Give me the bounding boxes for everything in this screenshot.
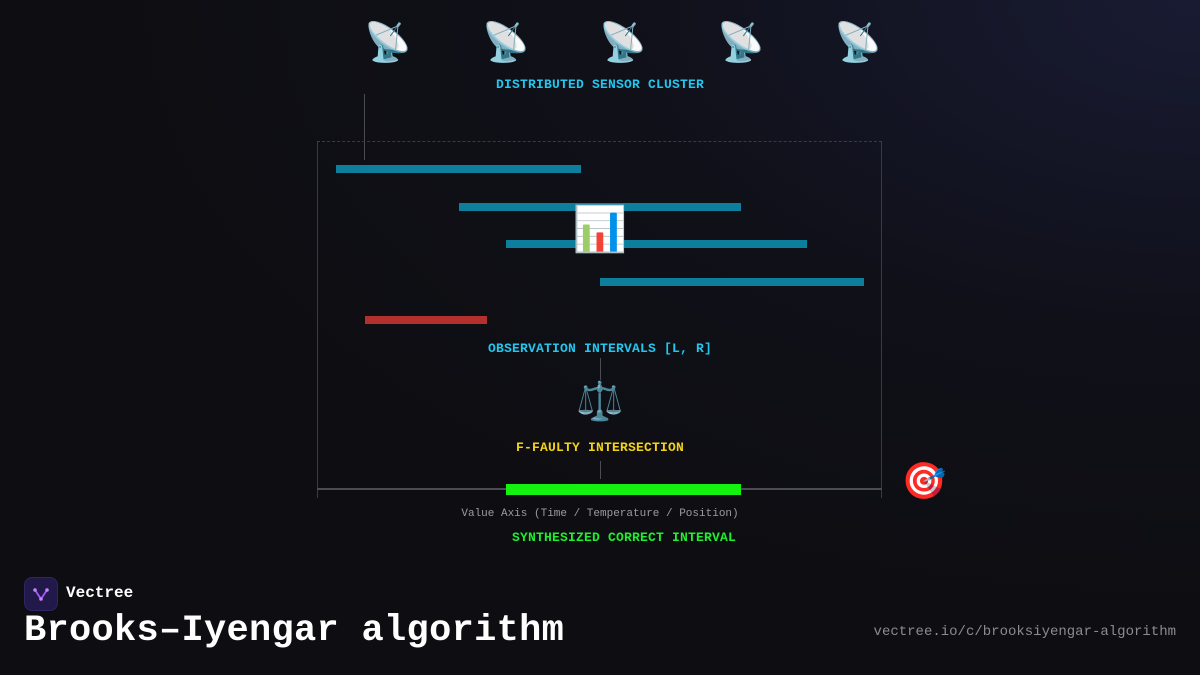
- satellite-antenna-icon: 📡: [717, 20, 765, 64]
- value-axis-caption: Value Axis (Time / Temperature / Positio…: [461, 508, 739, 520]
- observation-intervals-label: OBSERVATION INTERVALS [L, R]: [487, 341, 713, 356]
- interval-bar-faulty: [365, 316, 487, 324]
- page-url[interactable]: vectree.io/c/brooksiyengar-algorithm: [873, 624, 1176, 640]
- synthesized-interval-bar: [506, 484, 741, 495]
- bar-chart-icon: 📊: [572, 204, 628, 255]
- synthesized-interval-label: SYNTHESIZED CORRECT INTERVAL: [511, 530, 737, 545]
- satellite-antenna-icon: 📡: [482, 20, 530, 64]
- interval-frame: [317, 141, 882, 498]
- satellite-antenna-icon: 📡: [599, 20, 647, 64]
- intersection-connector-line: [600, 461, 601, 479]
- balance-scale-icon: ⚖️: [576, 379, 624, 423]
- vectree-logo-icon: [24, 577, 58, 611]
- satellite-antenna-icon: 📡: [834, 20, 882, 64]
- vectree-logo-mark: [33, 588, 49, 601]
- faulty-intersection-label: F-FAULTY INTERSECTION: [515, 440, 685, 455]
- sensor-cluster-label: DISTRIBUTED SENSOR CLUSTER: [495, 77, 705, 92]
- interval-bar-correct: [459, 203, 741, 211]
- target-icon: 🎯: [901, 461, 947, 502]
- brand-name: Vectree: [66, 584, 134, 602]
- sensor-connector-line: [364, 94, 365, 160]
- satellite-antenna-icon: 📡: [364, 20, 412, 64]
- interval-bar-correct: [506, 240, 807, 248]
- observation-connector-line: [600, 358, 601, 380]
- interval-bar-correct: [336, 165, 581, 173]
- interval-bar-correct: [600, 278, 864, 286]
- page-title: Brooks–Iyengar algorithm: [24, 610, 565, 652]
